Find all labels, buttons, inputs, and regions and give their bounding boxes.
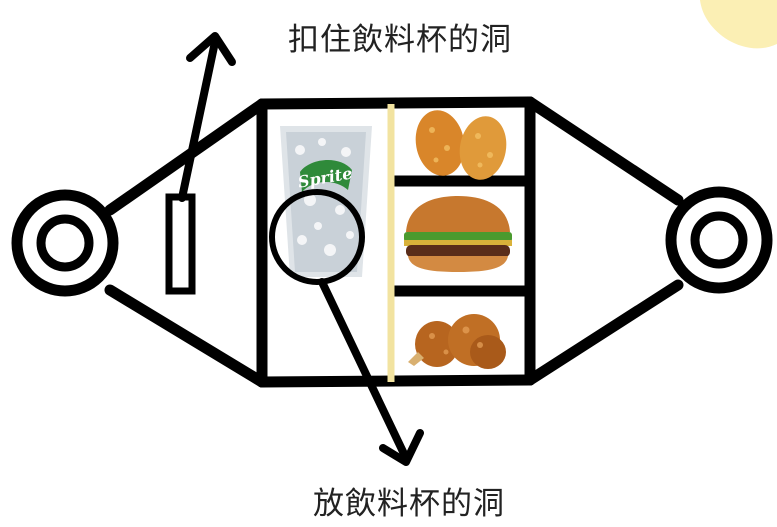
cup-hole: [269, 189, 365, 285]
arrow-down: [318, 278, 424, 466]
hamburger: [404, 196, 512, 272]
arrow-up: [178, 32, 236, 202]
right-hook: [665, 186, 773, 294]
tray-outline: [104, 96, 684, 388]
left-hook: [11, 189, 119, 297]
hash-browns: [415, 110, 507, 180]
fried-chicken: [408, 314, 506, 369]
corner-blob: [700, 0, 777, 49]
label-cup-clip-hole: 扣住飲料杯的洞: [288, 22, 512, 58]
sprite-cup: Sprite: [280, 126, 372, 277]
clip-slot: [165, 193, 196, 295]
label-cup-holder-hole: 放飲料杯的洞: [313, 486, 505, 522]
